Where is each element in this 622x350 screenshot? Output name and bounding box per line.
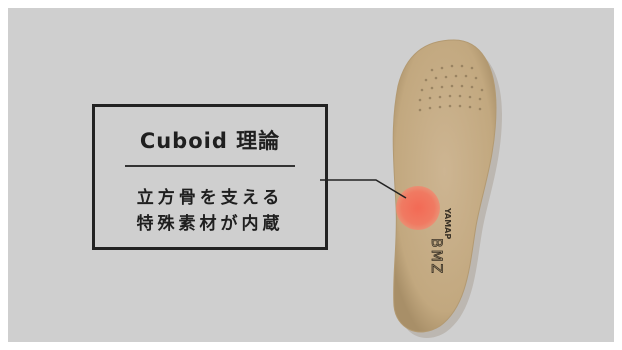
callout-text-line-2: 特殊素材が内蔵 bbox=[136, 214, 284, 234]
callout-box: Cuboid 理論 立方骨を支える 特殊素材が内蔵 bbox=[92, 104, 328, 250]
insole-illustration: YAMAP BMZ bbox=[320, 39, 502, 339]
insole-body bbox=[392, 39, 497, 333]
callout-title: Cuboid 理論 bbox=[139, 129, 281, 153]
insole-vent-holes bbox=[418, 64, 484, 112]
callout-divider bbox=[125, 165, 295, 167]
insole-brand-text: YAMAP bbox=[443, 207, 452, 239]
callout-text-line-1: 立方骨を支える bbox=[136, 188, 284, 208]
cuboid-highlight-spot bbox=[396, 186, 440, 230]
callout-leader-line bbox=[320, 179, 407, 199]
product-photo: YAMAP BMZ Cuboid 理論 立方骨を支える 特殊素材が内蔵 bbox=[8, 8, 614, 342]
insole-logo-text: BMZ bbox=[428, 238, 444, 275]
